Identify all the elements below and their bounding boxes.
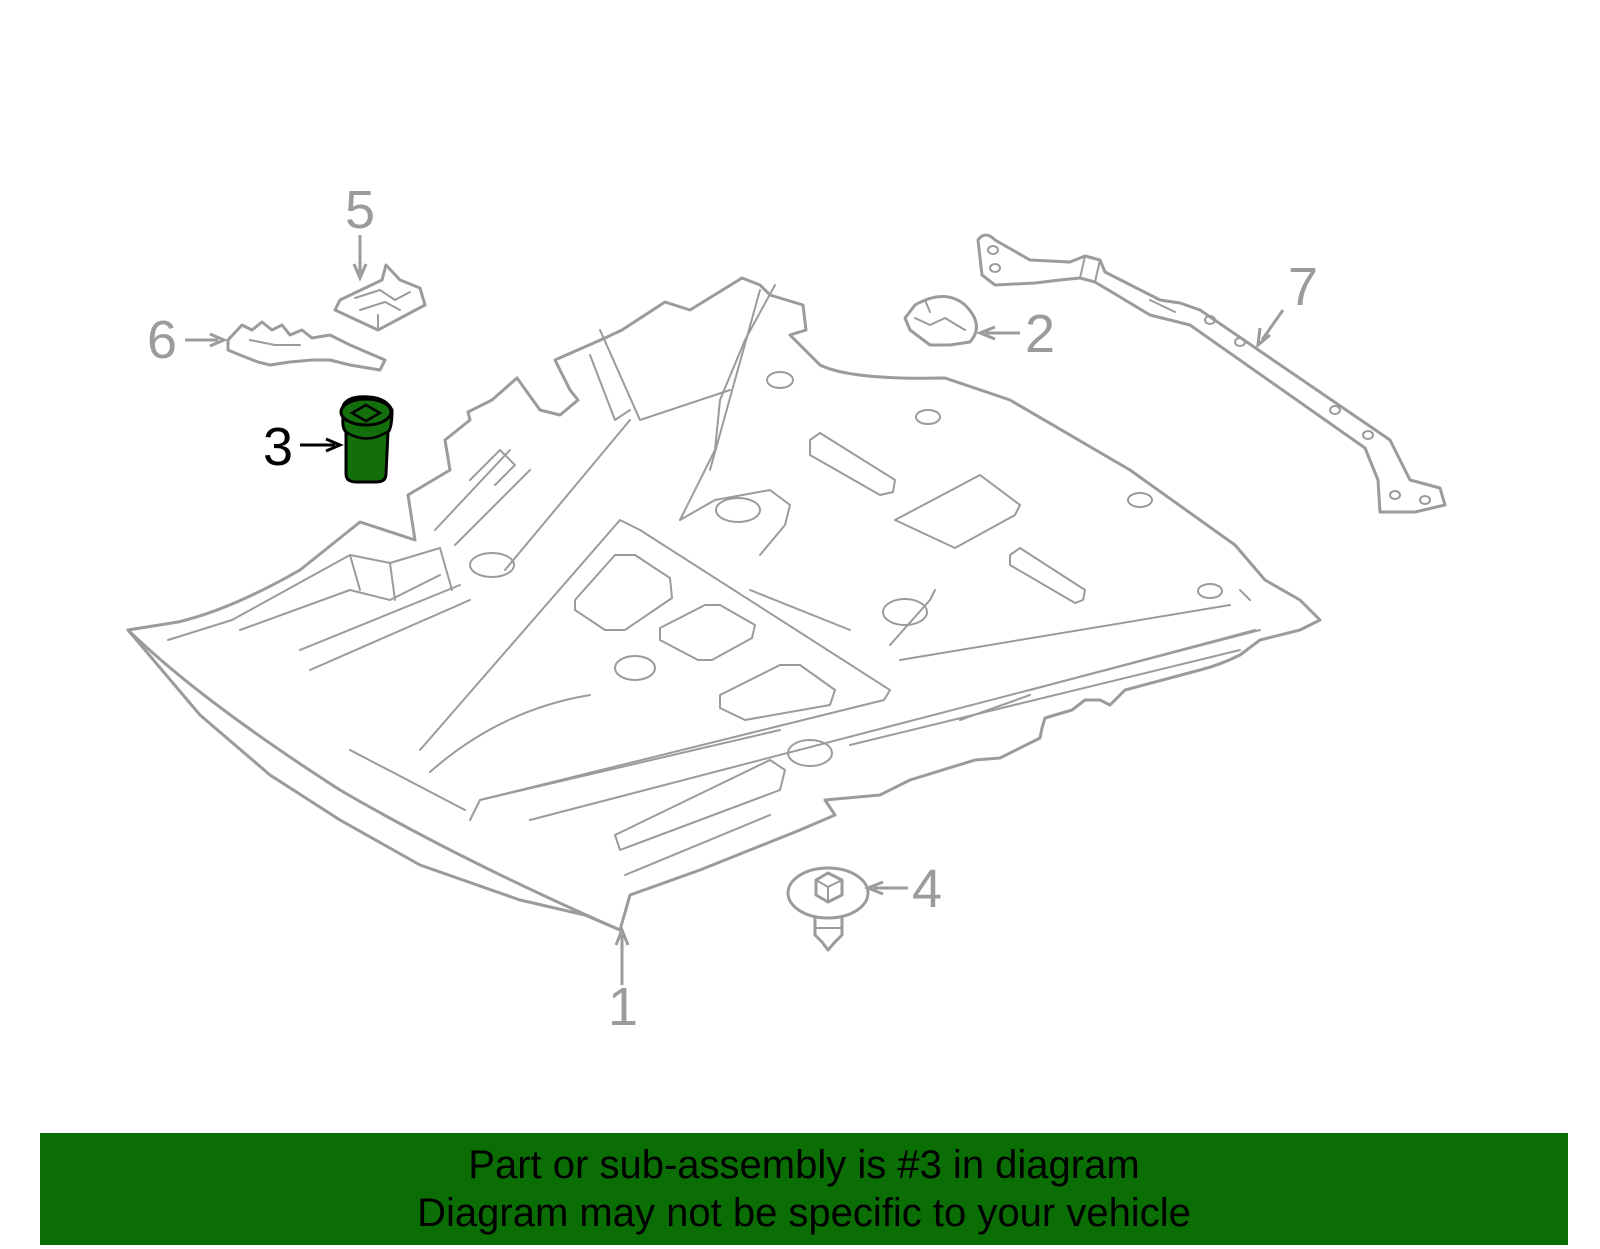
callout-5: 5 [345, 180, 375, 240]
bracket-part-5[interactable] [333, 263, 427, 332]
clip-rivet-part-3[interactable] [339, 395, 394, 484]
banner-line-disclaimer: Diagram may not be specific to your vehi… [417, 1191, 1191, 1235]
callout-3: 3 [263, 417, 293, 477]
bolt-part-4[interactable] [786, 866, 870, 952]
callout-6: 6 [147, 310, 177, 370]
callout-1: 1 [608, 977, 638, 1037]
brace-bar-part-7[interactable] [976, 233, 1447, 514]
access-cover-part-2[interactable] [903, 295, 978, 347]
bracket-part-6[interactable] [226, 320, 387, 372]
engine-undercover-part-1[interactable] [126, 276, 1322, 932]
callout-leaders [185, 235, 1285, 985]
callout-7: 7 [1288, 257, 1318, 317]
callout-4: 4 [912, 859, 942, 919]
callout-2: 2 [1025, 304, 1055, 364]
banner-line-part-info: Part or sub-assembly is #3 in diagram [468, 1143, 1140, 1187]
info-banner: Part or sub-assembly is #3 in diagram Di… [40, 1133, 1568, 1245]
